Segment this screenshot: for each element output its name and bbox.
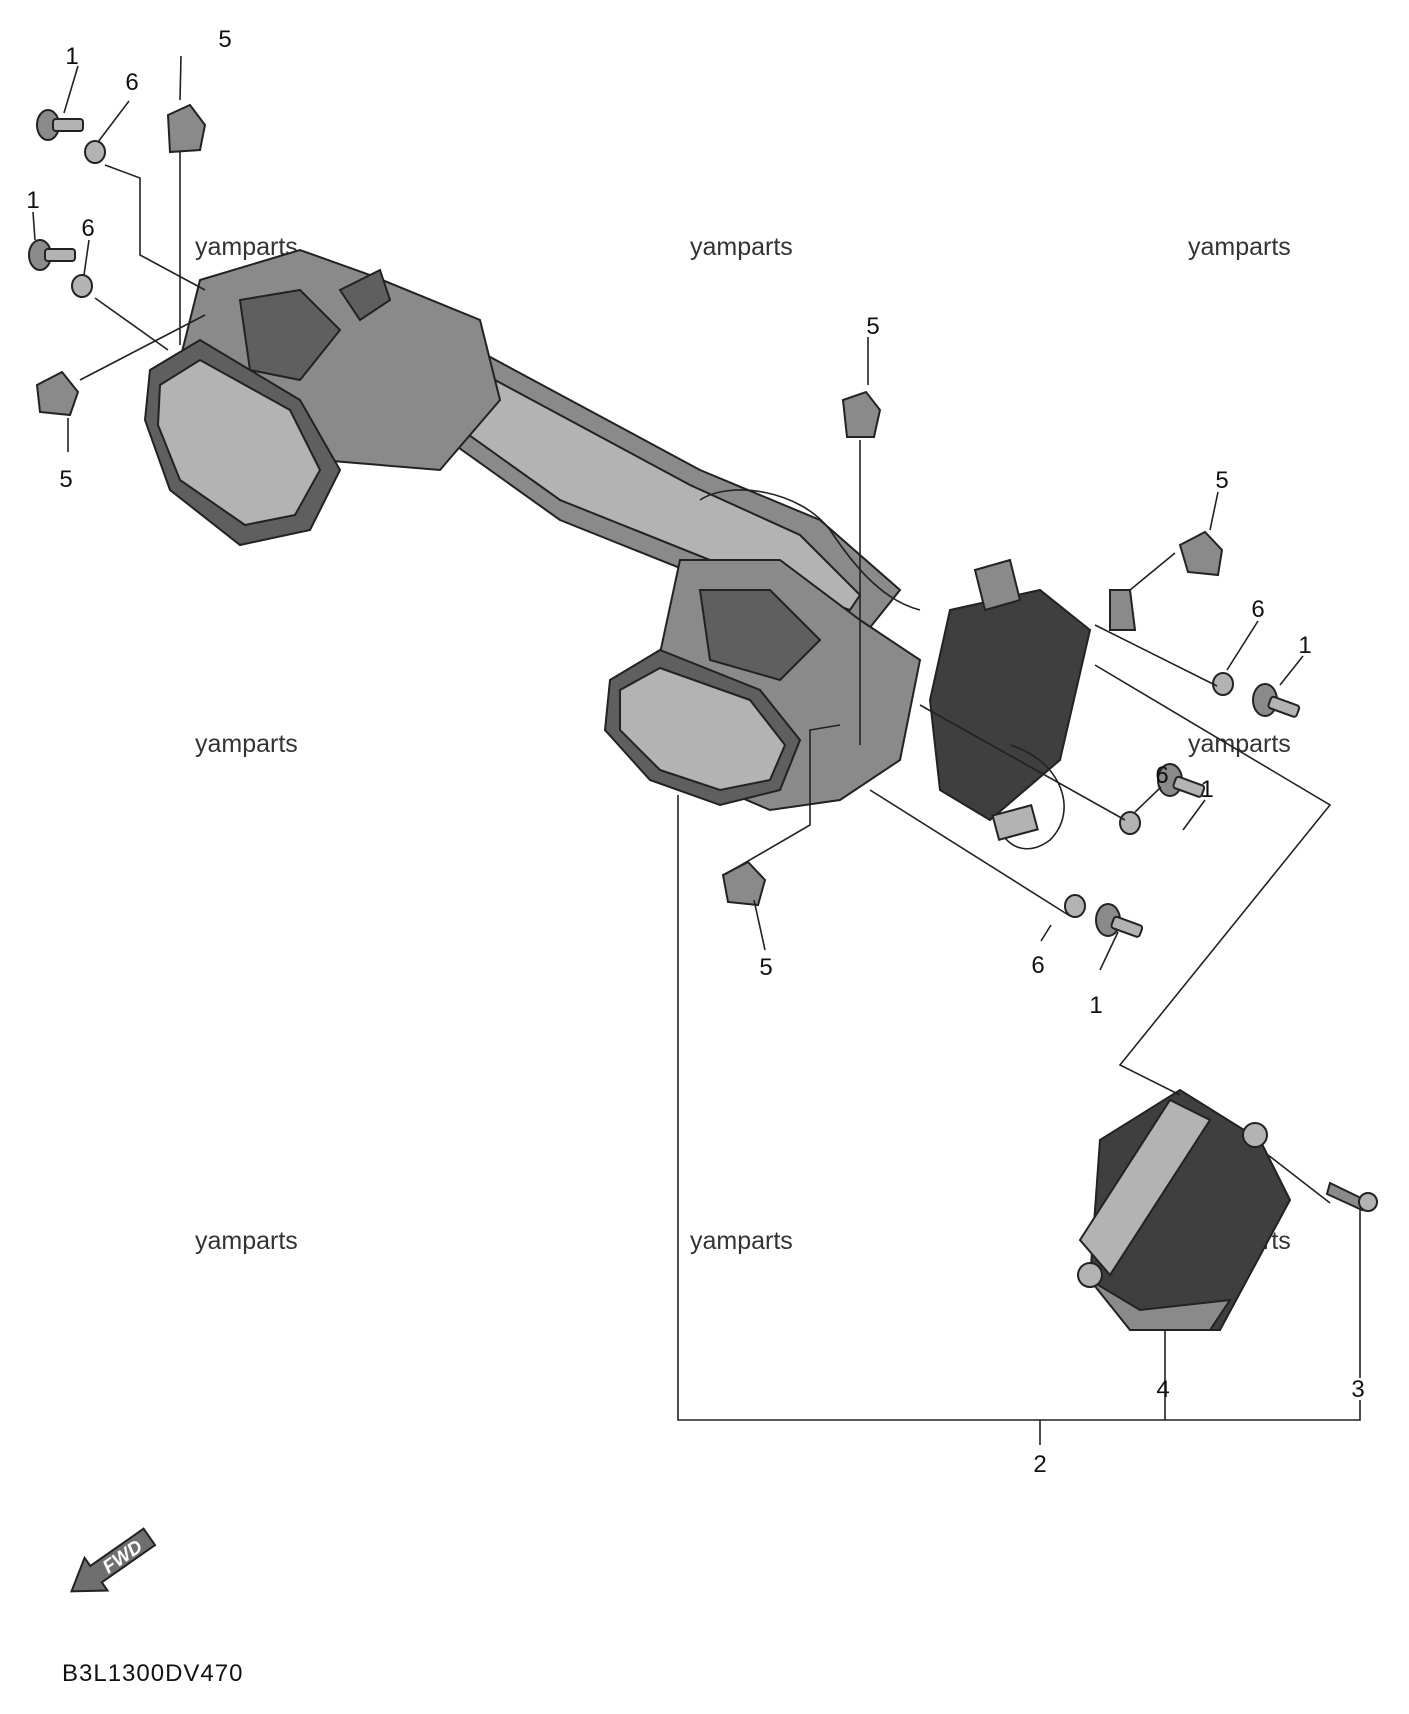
clips-part-5 (35, 103, 1224, 907)
callout-1: 1 (26, 187, 39, 214)
watermark: yamparts (690, 233, 793, 261)
callout-2: 2 (1033, 1451, 1046, 1478)
watermark: yamparts (690, 1227, 793, 1255)
washers-part-6 (71, 140, 1234, 918)
leader-lines (32, 55, 1361, 1445)
headlight-assembly (143, 248, 1137, 850)
callout-1: 1 (1298, 632, 1311, 659)
callout-6: 6 (1155, 762, 1168, 789)
callout-5: 5 (1215, 467, 1228, 494)
callout-6: 6 (1031, 952, 1044, 979)
watermark: yamparts (195, 1227, 298, 1255)
callout-3: 3 (1351, 1376, 1364, 1403)
callout-5: 5 (59, 466, 72, 493)
callout-6: 6 (81, 215, 94, 242)
watermark: yamparts (195, 730, 298, 758)
bolt-part-3 (1325, 1181, 1378, 1212)
callout-6: 6 (1251, 596, 1264, 623)
callout-1: 1 (1089, 992, 1102, 1019)
module-part-4 (1077, 1088, 1292, 1331)
callout-6: 6 (125, 69, 138, 96)
fwd-arrow-icon: FWD (69, 1527, 157, 1593)
callout-5: 5 (218, 26, 231, 53)
callout-5: 5 (866, 313, 879, 340)
watermark: yamparts (1188, 730, 1291, 758)
callout-1: 1 (1200, 776, 1213, 803)
callout-5: 5 (759, 954, 772, 981)
diagram-code: B3L1300DV470 (62, 1660, 243, 1687)
callout-labels: 1 6 5 1 6 5 5 5 6 1 6 1 5 6 1 4 3 2 (26, 26, 1364, 1478)
screws-part-1 (28, 109, 1301, 938)
watermark: yamparts (1188, 233, 1291, 261)
callout-4: 4 (1156, 1376, 1169, 1403)
callout-1: 1 (65, 43, 78, 70)
